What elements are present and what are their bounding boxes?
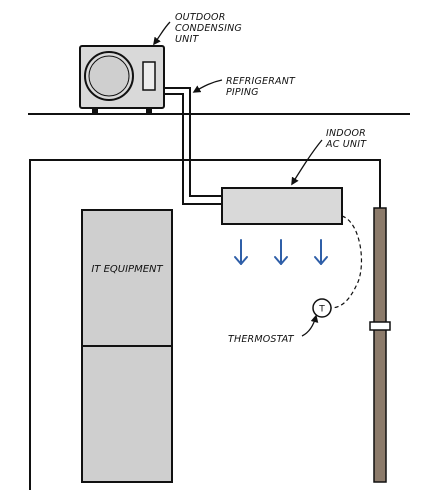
arrow-down-icon [234, 239, 248, 265]
leader-thermostat [301, 314, 319, 337]
fan-inner-icon [88, 55, 130, 97]
it-equipment-upper [81, 209, 173, 347]
label-it-equipment: IT EQUIPMENT [91, 264, 163, 275]
label-outdoor-line2: CONDENSING [175, 23, 242, 34]
leader-lines [153, 21, 323, 337]
outdoor-condensing-unit [79, 45, 165, 114]
leader-indoor [291, 139, 323, 186]
thermostat: T [312, 298, 332, 318]
label-thermostat: THERMOSTAT [228, 334, 295, 345]
leader-outdoor [153, 21, 171, 46]
door [369, 207, 391, 483]
indoor-ac-unit [221, 187, 343, 225]
label-refrigerant-line1: REFRIGERANT [226, 76, 296, 87]
pipe-inner [164, 93, 222, 205]
thermostat-dial-icon [312, 298, 332, 318]
outdoor-unit-vent [142, 61, 156, 91]
door-hinge [369, 321, 391, 331]
arrow-down-icon [314, 239, 328, 265]
label-indoor-line1: INDOOR [326, 128, 366, 139]
it-equipment-lower [81, 345, 173, 483]
outdoor-unit-foot-left [92, 108, 98, 114]
pipe-outer [164, 87, 222, 197]
arrow-down-icon [274, 239, 288, 265]
outdoor-unit-foot-right [146, 108, 152, 114]
door-panel [373, 207, 387, 483]
thermostat-symbol: T [318, 305, 325, 315]
leader-refrigerant [192, 79, 223, 93]
airflow-arrows [234, 239, 328, 265]
it-equipment-cabinet [81, 209, 173, 483]
label-indoor-line2: AC UNIT [325, 139, 367, 150]
fan-circle-icon [84, 51, 134, 101]
refrigerant-piping [164, 87, 222, 205]
thermostat-control-wire [329, 215, 363, 309]
label-refrigerant-line2: PIPING [226, 87, 259, 98]
room-outline [29, 159, 381, 490]
label-outdoor-line1: OUTDOOR [175, 12, 226, 23]
label-outdoor-line3: UNIT [175, 34, 199, 45]
